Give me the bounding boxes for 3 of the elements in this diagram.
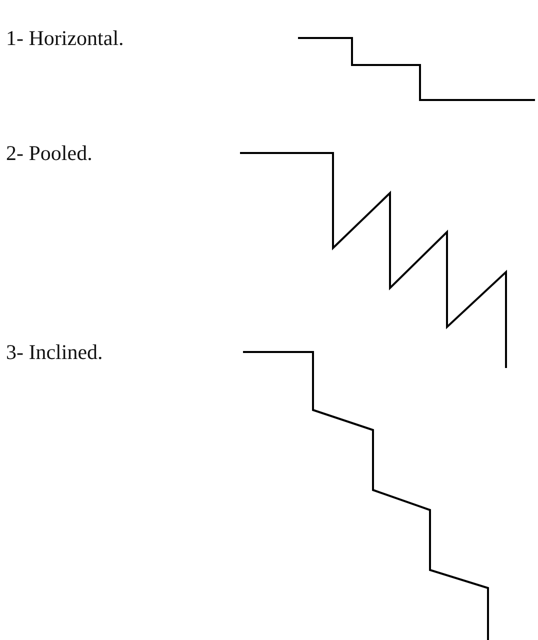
type-label: 2- Pooled. <box>6 143 92 164</box>
type-label: 3- Inclined. <box>6 342 103 363</box>
type-label: 1- Horizontal. <box>6 28 124 49</box>
